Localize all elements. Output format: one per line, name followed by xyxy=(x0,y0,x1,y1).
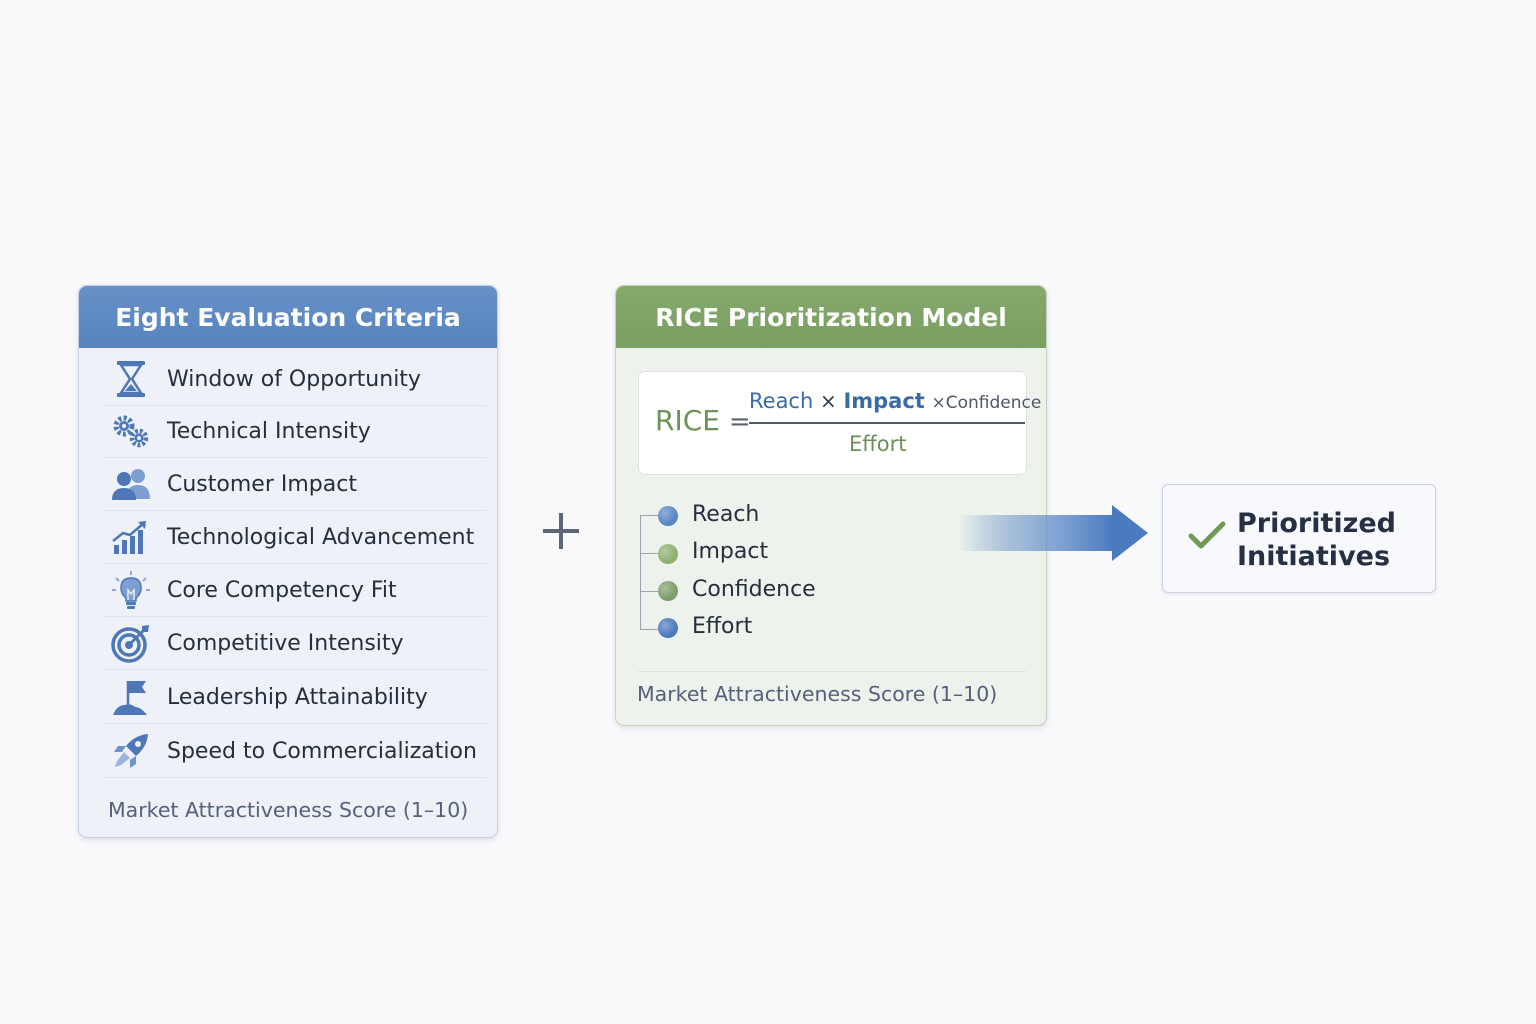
fraction-bar xyxy=(749,422,1025,424)
tree-branch xyxy=(640,591,658,592)
criteria-panel-title: Eight Evaluation Criteria xyxy=(79,286,497,348)
output-box: Prioritized Initiatives xyxy=(1162,484,1436,593)
criteria-item: Technological Advancement xyxy=(103,511,487,564)
criteria-item: Core Competency Fit xyxy=(103,564,487,617)
target-icon xyxy=(109,621,153,665)
formula-impact: Impact xyxy=(843,389,925,413)
criteria-label: Core Competency Fit xyxy=(167,577,397,603)
arrow-icon xyxy=(958,505,1148,561)
rocket-icon xyxy=(109,729,153,773)
effort-dot xyxy=(658,618,678,638)
output-label: Prioritized Initiatives xyxy=(1237,508,1396,572)
rice-panel: RICE Prioritization Model RICE = Reach ×… xyxy=(615,285,1047,726)
variable-label: Effort xyxy=(692,614,753,639)
criteria-label: Competitive Intensity xyxy=(167,630,404,656)
criteria-label: Customer Impact xyxy=(167,471,357,497)
tree-branch xyxy=(640,629,658,630)
formula-times: × xyxy=(819,389,837,413)
formula-denominator: Effort xyxy=(849,432,907,456)
variable-label: Impact xyxy=(692,539,769,564)
criteria-item: Customer Impact xyxy=(103,458,487,511)
criteria-item: Window of Opportunity xyxy=(103,353,487,406)
impact-dot xyxy=(658,544,678,564)
formula-times: × xyxy=(931,393,946,413)
criteria-label: Window of Opportunity xyxy=(167,366,421,392)
confidence-dot xyxy=(658,581,678,601)
users-icon xyxy=(109,462,153,506)
growth-chart-icon xyxy=(109,515,153,559)
criteria-item: Competitive Intensity xyxy=(103,617,487,670)
formula-numerator: Reach × Impact ×Confidence xyxy=(749,389,1041,413)
checkmark-icon xyxy=(1188,521,1226,549)
hourglass-icon xyxy=(109,357,153,401)
gears-icon xyxy=(109,409,153,453)
flag-summit-icon xyxy=(109,675,153,719)
criteria-label: Technological Advancement xyxy=(167,524,475,550)
tree-branch xyxy=(640,553,658,554)
reach-dot xyxy=(658,506,678,526)
divider xyxy=(638,671,1026,672)
formula-confidence: Confidence xyxy=(945,393,1042,413)
criteria-label: Leadership Attainability xyxy=(167,684,428,710)
tree-connector xyxy=(640,515,641,630)
formula-lhs: RICE = xyxy=(655,404,751,437)
rice-footer: Market Attractiveness Score (1–10) xyxy=(637,682,998,706)
formula-reach: Reach xyxy=(749,389,814,413)
criteria-item: Speed to Commercialization xyxy=(103,725,487,778)
criteria-item: Leadership Attainability xyxy=(103,671,487,724)
tree-branch xyxy=(640,515,658,516)
criteria-label: Speed to Commercialization xyxy=(167,738,477,764)
variable-label: Reach xyxy=(692,502,760,527)
rice-panel-title: RICE Prioritization Model xyxy=(616,286,1046,348)
plus-icon xyxy=(543,513,579,549)
variable-label: Confidence xyxy=(692,577,816,602)
criteria-item: Technical Intensity xyxy=(103,405,487,458)
criteria-panel: Eight Evaluation Criteria Window of Oppo… xyxy=(78,285,498,838)
rice-formula: RICE = Reach × Impact ×Confidence Effort xyxy=(638,371,1041,475)
lightbulb-icon xyxy=(109,568,153,612)
criteria-footer: Market Attractiveness Score (1–10) xyxy=(108,798,469,822)
criteria-label: Technical Intensity xyxy=(167,418,371,444)
